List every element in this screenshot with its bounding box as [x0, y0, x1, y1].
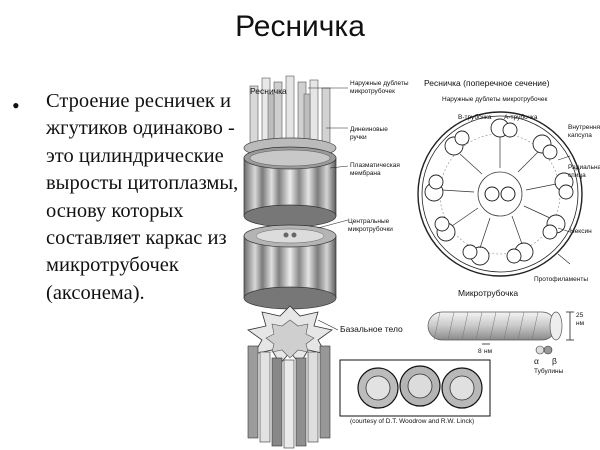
membrane-cylinder-lower [243, 224, 337, 310]
basal-body-star [247, 305, 333, 449]
label-outer-doublets-2: Наружные дублеты микротрубочек [442, 96, 548, 103]
label-cilium: Ресничка [250, 86, 287, 96]
label-beta: β [552, 356, 557, 366]
label-central-microtubules: Центральные микротрубочки [348, 218, 393, 233]
membrane-cylinder-upper [243, 146, 337, 228]
figure-credit: (courtesy of D.T. Woodrow and R.W. Linck… [350, 418, 475, 425]
label-protofilaments: Протофиламенты [534, 276, 588, 283]
label-nexin: Нексин [570, 228, 592, 235]
cross-section [417, 111, 583, 277]
label-dynein-arms: Динеиновые ручки [350, 126, 388, 141]
cilium-illustration [243, 75, 583, 449]
label-alpha: α [534, 356, 539, 366]
label-8: 8 [478, 348, 482, 355]
label-8-unit: нм [484, 348, 493, 355]
label-a-tubule: A-трубочка [504, 114, 538, 121]
label-plasma-membrane: Плазматическая мембрана [350, 162, 400, 177]
cilium-figure: Ресничка Наружные дублеты микротрубочек … [228, 68, 600, 450]
label-25-unit: нм [576, 320, 585, 327]
bullet-marker: • [12, 93, 20, 118]
label-tubulins: Тубулины [534, 368, 564, 375]
label-basal-body: Базальное тело [340, 324, 403, 334]
slide-title: Ресничка [235, 10, 365, 43]
bullet-text: Строение ресничек и жгутиков одинаково -… [46, 90, 239, 304]
microtubule-model [427, 311, 574, 355]
label-outer-doublets: Наружные дублеты микротрубочек [350, 80, 409, 95]
leader-lines [308, 87, 571, 331]
label-microtubule: Микротрубочка [458, 288, 519, 298]
electron-micrograph [339, 359, 491, 417]
label-b-tubule: B-трубочка [458, 114, 492, 121]
label-25: 25 [576, 312, 584, 319]
label-radial-spoke: Радиальная спица [568, 164, 600, 179]
label-cross-section: Ресничка (поперечное сечение) [424, 78, 550, 88]
label-inner-capsule: Внутренняя капсула [568, 124, 600, 139]
